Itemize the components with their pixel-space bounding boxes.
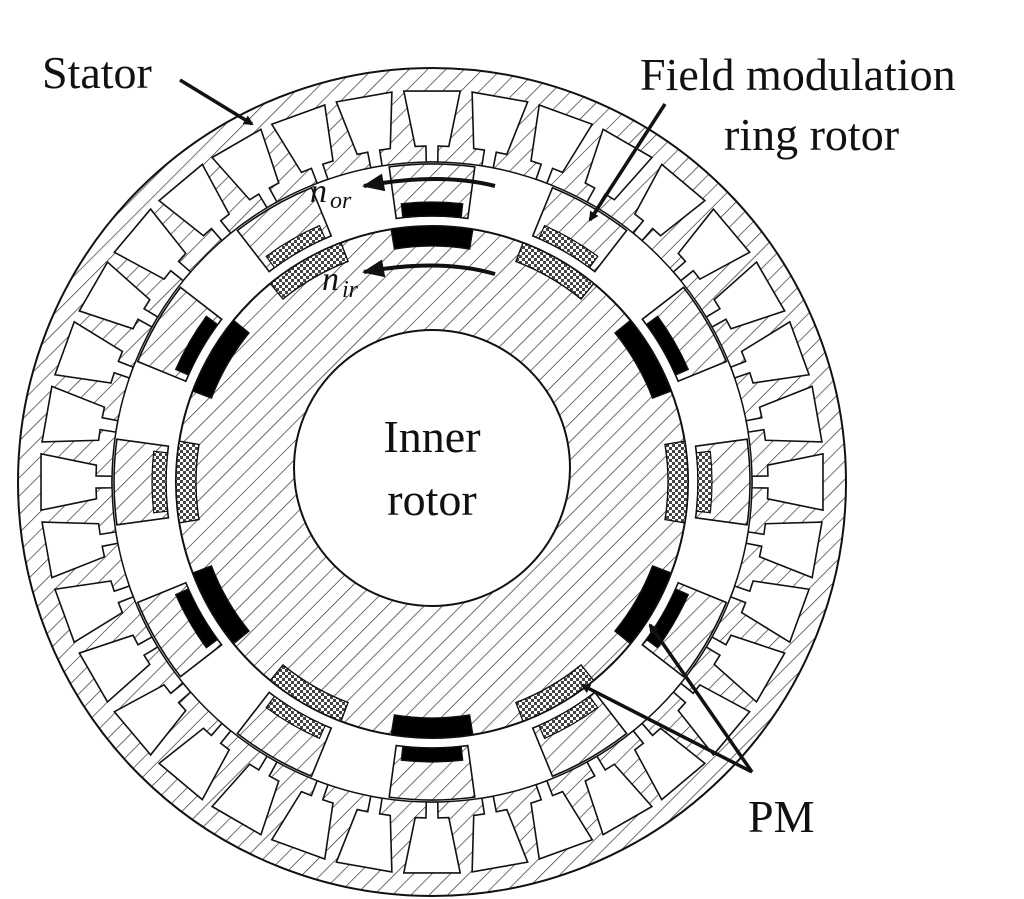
ring-magnet: [174, 588, 219, 649]
inner-rotor-bore: [293, 329, 571, 607]
permanent-magnet: [191, 319, 251, 399]
pm-leader-arrow-1: [648, 623, 754, 773]
inner-rotor-label-line2: rotor: [387, 474, 476, 525]
modulation-leader-arrow: [588, 103, 667, 222]
ring-magnet: [538, 224, 599, 269]
ring-magnet: [400, 201, 464, 219]
ring-magnet: [538, 695, 599, 740]
field-modulation-label-line2: ring rotor: [724, 109, 899, 160]
permanent-magnet: [175, 440, 200, 524]
permanent-magnet: [390, 714, 474, 739]
permanent-magnet: [269, 663, 349, 723]
inner-rotor-magnets: [151, 201, 713, 763]
inner-rotor-speed-subscript: ir: [342, 277, 359, 303]
inner-rotor-label-line1: Inner: [383, 411, 480, 462]
permanent-magnet: [390, 225, 474, 250]
stator-label: Stator: [42, 47, 152, 98]
permanent-magnet: [191, 565, 251, 645]
permanent-magnet: [269, 241, 349, 301]
inner-rotor-rotation-arrow: [362, 259, 496, 278]
permanent-magnet: [515, 663, 595, 723]
ring-magnet: [265, 224, 326, 269]
permanent-magnet: [664, 440, 689, 524]
field-modulation-label-line1: Field modulation: [640, 49, 956, 100]
pm-leader-arrow-2: [580, 683, 753, 774]
inner-rotor-speed-symbol: n: [322, 261, 339, 298]
ring-magnet: [695, 450, 713, 514]
permanent-magnet: [613, 565, 673, 645]
permanent-magnet: [613, 319, 673, 399]
pm-label: PM: [748, 791, 814, 842]
permanent-magnet: [515, 241, 595, 301]
ring-magnet: [174, 315, 219, 376]
ring-magnet: [265, 695, 326, 740]
ring-magnet: [151, 450, 169, 514]
ring-magnet: [645, 315, 690, 376]
ring-magnet: [400, 745, 464, 763]
outer-rotor-speed-symbol: n: [310, 173, 327, 210]
outer-rotor-speed-subscript: or: [330, 188, 352, 214]
outer-rotor-rotation-arrow: [362, 173, 496, 192]
stator-leader-arrow: [179, 78, 254, 126]
